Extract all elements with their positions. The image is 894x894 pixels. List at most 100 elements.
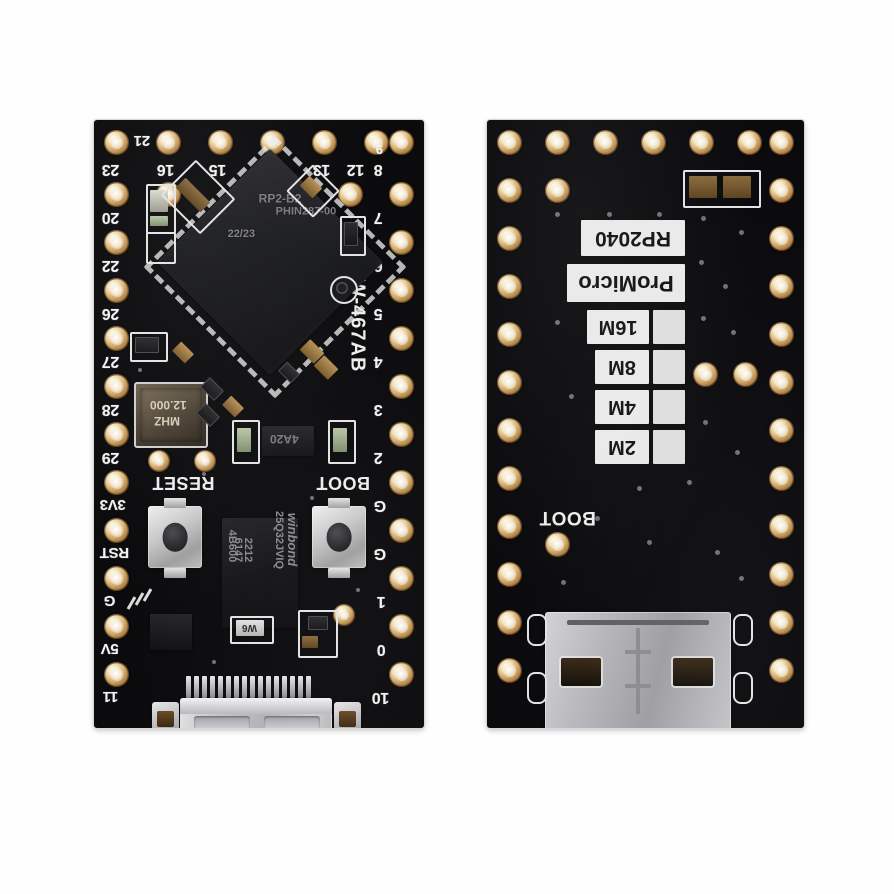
pad-through-hole[interactable] (389, 470, 414, 495)
via-dot (739, 230, 744, 235)
pad-through-hole[interactable] (497, 274, 522, 299)
pad-through-hole[interactable] (545, 130, 570, 155)
pad-through-hole[interactable] (497, 226, 522, 251)
pad-through-hole[interactable] (769, 130, 794, 155)
flash-lot-2: 4B600 (226, 529, 239, 563)
pad-through-hole[interactable] (208, 130, 233, 155)
pad-through-hole[interactable] (769, 274, 794, 299)
usb-solder-pad (527, 672, 547, 704)
pad-through-hole[interactable] (389, 566, 414, 591)
pad-through-hole[interactable] (769, 658, 794, 683)
pad-through-hole[interactable] (338, 182, 363, 207)
pad-through-hole[interactable] (497, 130, 522, 155)
component-outline (146, 232, 176, 264)
pad-through-hole[interactable] (389, 182, 414, 207)
pad-inner[interactable] (333, 604, 355, 626)
jumper-pad-16m[interactable] (653, 310, 685, 344)
pad-through-hole[interactable] (389, 518, 414, 543)
pad-through-hole[interactable] (104, 326, 129, 351)
pad-through-hole[interactable] (104, 130, 129, 155)
pad-through-hole[interactable] (104, 278, 129, 303)
pad-through-hole[interactable] (104, 518, 129, 543)
pin-label-left-0: 23 (102, 161, 120, 178)
pad-through-hole[interactable] (545, 178, 570, 203)
pad-through-hole[interactable] (737, 130, 762, 155)
pad-through-hole[interactable] (104, 374, 129, 399)
usb-solder-pad (733, 672, 753, 704)
pad-inner[interactable] (733, 362, 758, 387)
pin-label-left-11: 11 (103, 688, 119, 705)
smd-capacitor (302, 636, 318, 648)
boot-test-pad[interactable] (545, 532, 570, 557)
pad-through-hole[interactable] (769, 514, 794, 539)
pad-through-hole[interactable] (104, 470, 129, 495)
pad-through-hole[interactable] (769, 562, 794, 587)
pad-through-hole[interactable] (389, 662, 414, 687)
pad-through-hole[interactable] (389, 326, 414, 351)
pad-through-hole[interactable] (769, 178, 794, 203)
pad-through-hole[interactable] (104, 422, 129, 447)
pad-through-hole[interactable] (497, 178, 522, 203)
usb-pin-row (186, 676, 311, 698)
pin-label-right-6: 2 (374, 449, 383, 466)
usb-c-connector-icon[interactable] (180, 698, 332, 728)
pad-through-hole[interactable] (497, 466, 522, 491)
pad-through-hole[interactable] (104, 182, 129, 207)
pad-through-hole[interactable] (389, 422, 414, 447)
pad-inner[interactable] (148, 450, 170, 472)
pad-through-hole[interactable] (389, 278, 414, 303)
via-dot (701, 316, 706, 321)
pad-through-hole[interactable] (497, 658, 522, 683)
pad-through-hole[interactable] (497, 322, 522, 347)
pad-through-hole[interactable] (769, 418, 794, 443)
pad-through-hole[interactable] (389, 614, 414, 639)
pin-label-16: 16 (157, 161, 175, 178)
pad-inner[interactable] (693, 362, 718, 387)
pad-through-hole[interactable] (497, 514, 522, 539)
pad-through-hole[interactable] (389, 374, 414, 399)
small-component-outline (230, 616, 274, 644)
pad-through-hole[interactable] (156, 130, 181, 155)
pad-through-hole[interactable] (389, 130, 414, 155)
pad-through-hole[interactable] (497, 418, 522, 443)
pad-through-hole[interactable] (104, 662, 129, 687)
pad-through-hole[interactable] (689, 130, 714, 155)
pad-through-hole[interactable] (104, 614, 129, 639)
jumper-pad-4m[interactable] (653, 390, 685, 424)
via-dot (595, 516, 600, 521)
pad-through-hole[interactable] (769, 466, 794, 491)
pad-through-hole[interactable] (497, 562, 522, 587)
via-dot (647, 540, 652, 545)
pin-label-left-10: 5V (101, 640, 119, 657)
pad-through-hole[interactable] (497, 610, 522, 635)
smd-component (150, 216, 168, 226)
pad-through-hole[interactable] (104, 230, 129, 255)
pad-through-hole[interactable] (389, 230, 414, 255)
silk-promicro-label: ProMicro (567, 264, 685, 302)
via-dot (703, 420, 708, 425)
jumper-pad-8m[interactable] (653, 350, 685, 384)
jumper-pad-2m[interactable] (653, 430, 685, 464)
reset-button[interactable] (148, 506, 202, 568)
pad-through-hole[interactable] (769, 610, 794, 635)
via-dot (561, 580, 566, 585)
via-dot (356, 588, 360, 592)
pad-through-hole[interactable] (769, 226, 794, 251)
smd-component (333, 428, 347, 452)
usb-c-connector-icon[interactable] (545, 612, 731, 728)
pad-inner[interactable] (194, 450, 216, 472)
usb-shield-tab (334, 702, 361, 728)
boot-button[interactable] (312, 506, 366, 568)
pad-through-hole[interactable] (769, 370, 794, 395)
pad-through-hole[interactable] (641, 130, 666, 155)
pad-through-hole[interactable] (364, 130, 389, 155)
pad-through-hole[interactable] (312, 130, 337, 155)
pad-through-hole[interactable] (769, 322, 794, 347)
pad-through-hole[interactable] (593, 130, 618, 155)
pin-label-left-1: 20 (102, 209, 120, 226)
memory-option-4m: 4M (595, 390, 649, 424)
pad-through-hole[interactable] (497, 370, 522, 395)
pad-through-hole[interactable] (104, 566, 129, 591)
regulator-ic (262, 426, 314, 456)
crystal-frequency: 12.000 (150, 398, 187, 412)
